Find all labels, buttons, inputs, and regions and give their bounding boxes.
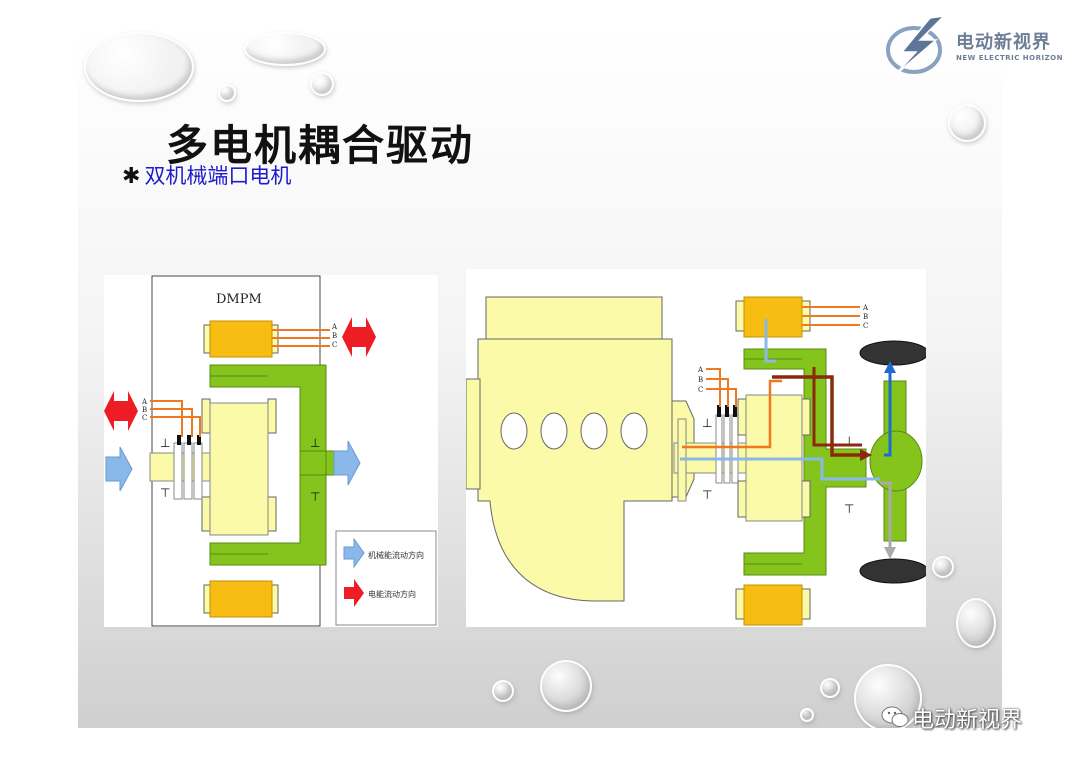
cylinder [580,412,608,450]
water-drop [540,660,592,712]
water-drop [218,84,236,102]
bottom-stator [743,584,803,626]
top-stator [209,320,273,358]
svg-text:C: C [332,341,337,349]
svg-text:⊥: ⊥ [844,434,854,448]
electric-power-arrow [342,317,376,357]
legend-mechanical: 机械能流动方向 [368,550,424,560]
svg-text:A: A [697,366,704,374]
svg-text:C: C [863,322,868,330]
watermark-text: 电动新视界 [912,708,1023,733]
legend-electrical: 电能流动方向 [368,589,416,599]
svg-text:B: B [142,406,147,414]
cylinder [500,412,528,450]
brand-logo: 电动新视界 NEW ELECTRIC HORIZON [878,14,1078,80]
outer-rotor [209,364,341,566]
svg-text:C: C [142,414,147,422]
dmpm-diagram: DMPM [104,275,438,627]
electric-power-arrow [104,391,138,431]
vehicle-drivetrain-diagram: A B C ⊥ ⊤ A B C [465,269,929,627]
water-drop [492,680,514,702]
dmpm-label: DMPM [216,292,262,307]
bullet-item: ✱双机械端口电机 [122,160,291,190]
water-drop [84,32,194,102]
engine-block [477,338,673,602]
svg-text:⊥: ⊥ [702,416,712,430]
svg-text:B: B [863,313,868,321]
slide-background: 多电机耦合驱动 ✱双机械端口电机 DMPM [78,28,1002,728]
svg-text:C: C [698,386,703,394]
water-drop [310,72,334,96]
water-drop [932,556,954,578]
cylinder [540,412,568,450]
svg-text:⊤: ⊤ [702,488,712,502]
svg-text:⊤: ⊤ [844,502,854,516]
differential [869,430,923,492]
slide-title: 多电机耦合驱动 [166,121,475,170]
svg-text:A: A [862,304,869,312]
water-drop [948,104,986,142]
water-drop [820,678,840,698]
svg-text:A: A [141,398,148,406]
bullet-text: 双机械端口电机 [144,164,292,188]
logo-text-cn: 电动新视界 [956,32,1051,53]
logo-text-en: NEW ELECTRIC HORIZON [956,54,1063,62]
lightning-logo-icon [886,14,947,77]
top-stator [743,296,803,338]
mechanical-flow-arrow [884,369,892,457]
engine-head [485,296,663,340]
water-drop [956,598,996,648]
legend-box [335,530,437,626]
inner-rotor [209,402,269,536]
cylinder [620,412,648,450]
drivetrain-svg: A B C ⊥ ⊤ A B C [465,296,929,626]
bullet-mark: ✱ [122,164,141,189]
svg-text:A: A [331,323,338,331]
svg-text:⊥: ⊥ [310,436,320,450]
wechat-icon [881,706,909,727]
mechanical-power-arrow [333,440,361,486]
wheel-front [859,340,929,366]
svg-text:B: B [332,332,337,340]
wechat-watermark: 电动新视界 [880,702,1070,733]
wheel-rear [859,558,929,584]
water-drop [800,708,814,722]
dmpm-diagram-svg: DMPM [104,275,437,627]
outer-rotor [743,348,867,576]
svg-text:B: B [698,376,703,384]
power-flow-arrow [772,375,862,457]
mechanical-power-arrow [105,446,133,492]
water-drop [244,32,326,66]
bottom-stator [209,580,273,618]
svg-text:⊤: ⊤ [310,490,320,504]
svg-text:⊥: ⊥ [160,436,170,450]
svg-text:⊤: ⊤ [160,486,170,500]
